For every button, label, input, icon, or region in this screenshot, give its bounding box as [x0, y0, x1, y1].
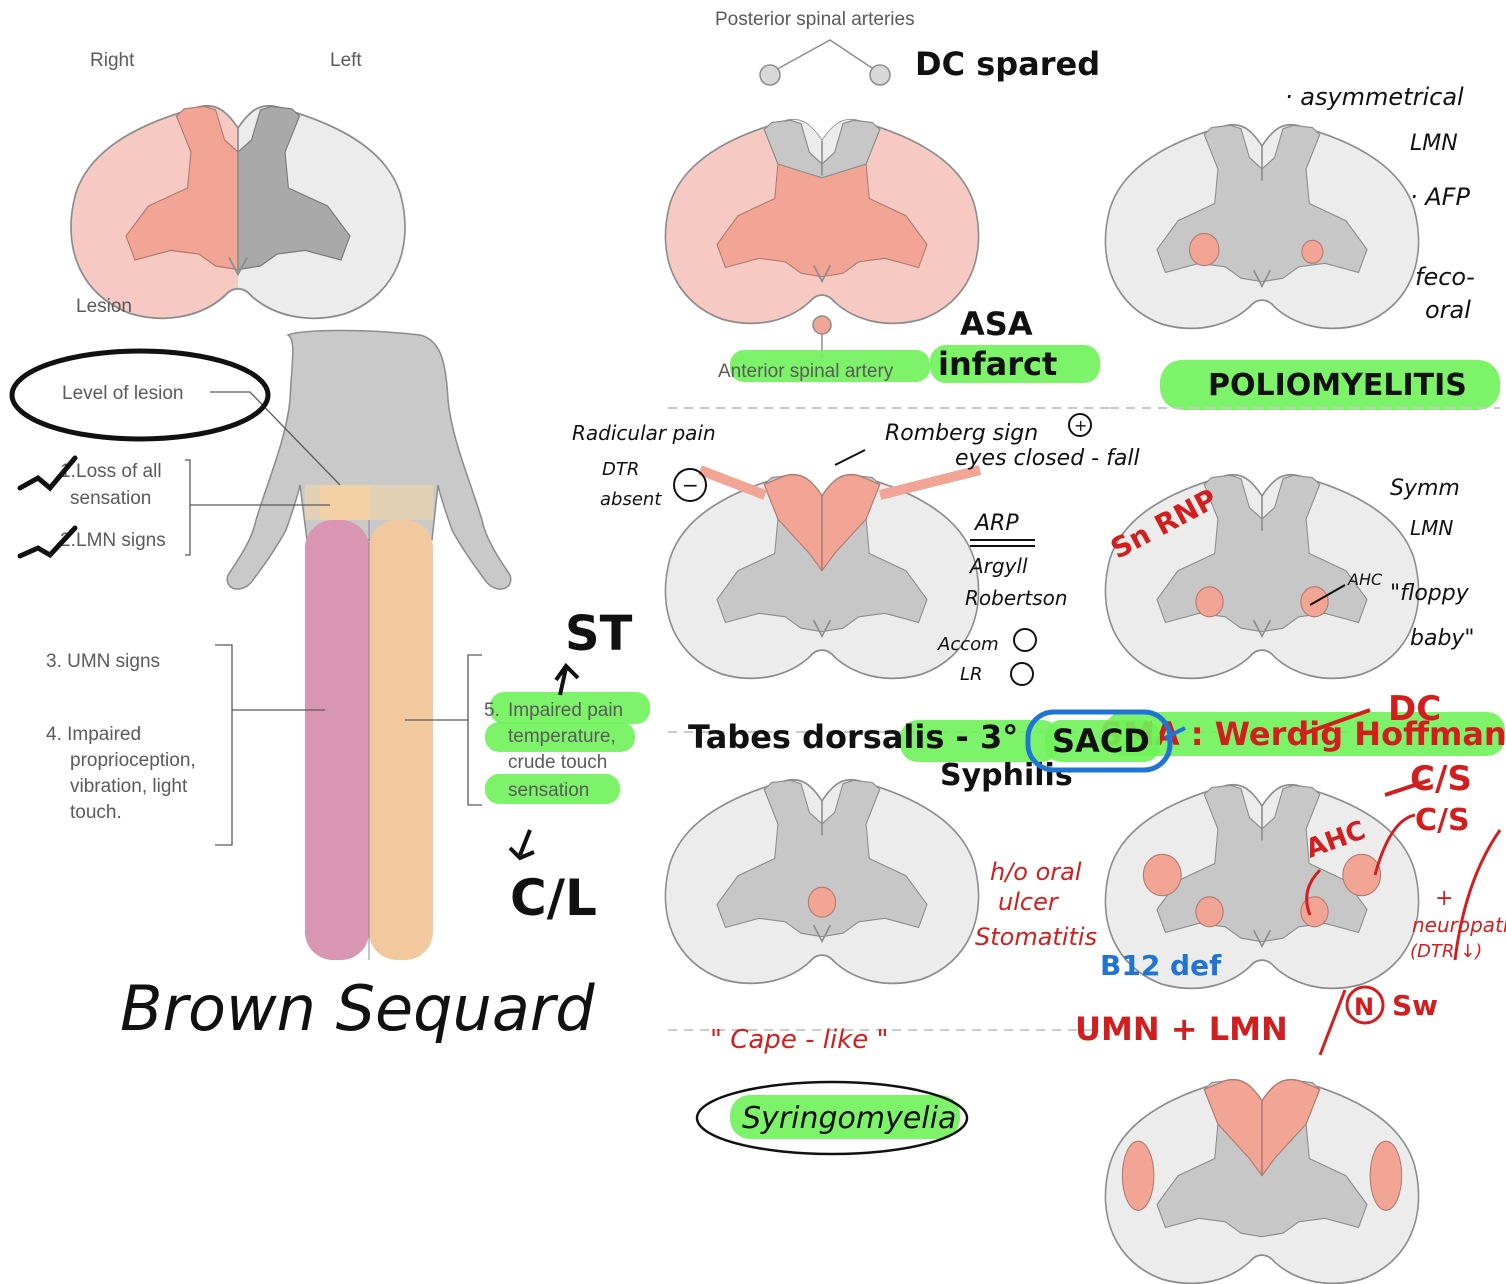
note-dc: DC [1388, 689, 1441, 729]
note-dtr-down: (DTR ↓) [1410, 941, 1482, 962]
label-item5d: sensation [508, 780, 589, 801]
note-oral: oral [1425, 296, 1471, 324]
label-item1b: sensation [70, 488, 151, 509]
label-lesion: Lesion [76, 296, 132, 317]
artery-icon [813, 316, 831, 334]
note-minus: − [682, 473, 699, 497]
note-dtr: DTR [602, 459, 639, 480]
note-st: ST [565, 606, 633, 662]
brown-sequard-cord [71, 106, 405, 319]
note-cape-like: " Cape - like " [710, 1025, 888, 1055]
note-poliomyelitis: POLIOMYELITIS [1208, 368, 1467, 403]
label-anterior-artery: Anterior spinal artery [718, 361, 894, 382]
note-lmn: LMN [1410, 131, 1458, 156]
asa-infarct-cord [665, 120, 978, 324]
polio-cord [1105, 125, 1418, 329]
label-right: Right [90, 50, 135, 71]
note-baby: baby" [1410, 626, 1475, 651]
label-item5b: temperature, [508, 726, 616, 747]
note-umn-lmn: UMN + LMN [1075, 1010, 1288, 1048]
note-tabes: Tabes dorsalis - 3° [688, 718, 1018, 756]
note-asymmetrical: · asymmetrical [1285, 83, 1464, 111]
note-neuropathy: neuropathy [1412, 913, 1506, 937]
note-ho-oral: h/o oral [990, 858, 1082, 886]
minus-circle-icon [1011, 663, 1033, 685]
note-cs: C/S [1415, 803, 1470, 838]
note-dc-spared: DC spared [915, 45, 1100, 83]
note-romberg: Romberg sign [885, 421, 1038, 446]
note-afp: · AFP [1410, 183, 1470, 211]
label-item2: LMN signs [76, 530, 166, 551]
note-asa: ASA [960, 305, 1033, 343]
label-item4c: vibration, light [70, 776, 188, 797]
note-floppy: "floppy [1390, 581, 1470, 606]
tabes-cord [665, 475, 978, 679]
note-b12: B12 def [1100, 949, 1222, 982]
note-sacd: SACD [1052, 722, 1150, 760]
note-accom: Accom [937, 634, 999, 655]
note-syringomyelia: Syringomyelia [742, 1101, 956, 1136]
syringomyelia-cord [665, 780, 978, 984]
note-cs2: C/S [1410, 759, 1472, 799]
label-left: Left [330, 50, 362, 71]
note-syphilis: Syphilis [940, 758, 1073, 793]
label-item4a: 4. Impaired [46, 724, 141, 745]
note-robertson: Robertson [965, 586, 1068, 610]
note-plus2: + [1435, 886, 1453, 911]
note-infarct: infarct [938, 345, 1057, 383]
label-num5: 5. [484, 700, 500, 721]
label-item3: 3. UMN signs [46, 651, 160, 672]
label-item4d: touch. [70, 802, 122, 823]
note-cl: C/L [510, 869, 597, 927]
note-feco: feco- [1415, 263, 1475, 291]
note-lr: LR [960, 664, 983, 685]
note-ulcer: ulcer [998, 888, 1060, 916]
note-symm: Symm [1390, 476, 1460, 501]
label-item4b: proprioception, [70, 750, 196, 771]
artery-icon [870, 65, 890, 85]
note-arp: ARP [973, 511, 1019, 536]
arrow-down-icon [510, 830, 534, 858]
note-lmn2: LMN [1410, 516, 1453, 540]
label-item5a: Impaired pain [508, 700, 623, 721]
body-figure [227, 330, 511, 960]
sacd-cord [1105, 1080, 1418, 1284]
note-brown-sequard: Brown Sequard [120, 972, 595, 1045]
note-argyll: Argyll [968, 554, 1028, 578]
note-absent: absent [600, 489, 662, 510]
note-sw: Sw [1392, 989, 1438, 1022]
note-n: N [1354, 993, 1374, 1021]
plus-circle-icon [1014, 629, 1036, 651]
note-stomatitis: Stomatitis [975, 923, 1097, 951]
label-item5c: crude touch [508, 752, 607, 773]
note-eyes-closed: eyes closed - fall [955, 446, 1140, 471]
note-radicular: Radicular pain [572, 421, 716, 445]
note-plus: + [1074, 416, 1087, 435]
label-level-of-lesion: Level of lesion [62, 383, 183, 404]
arrow-up-icon [556, 666, 578, 695]
artery-icon [760, 65, 780, 85]
label-posterior-arteries: Posterior spinal arteries [715, 9, 915, 30]
label-item1a: Loss of all [76, 461, 162, 482]
note-ahc: AHC [1347, 570, 1383, 589]
